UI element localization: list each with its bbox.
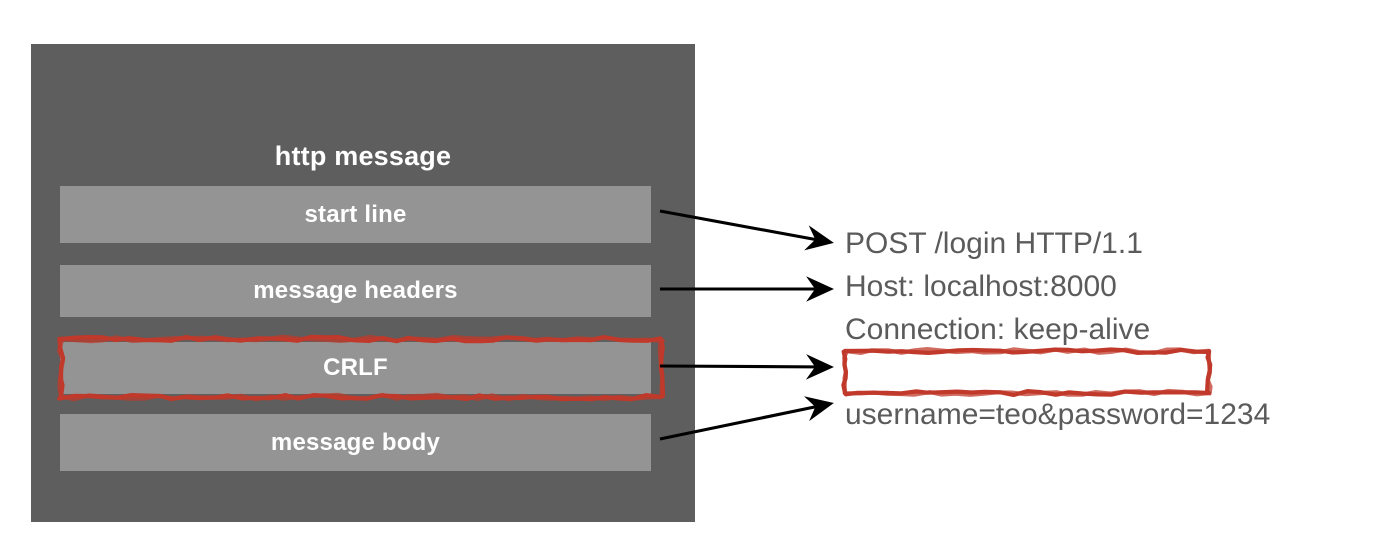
http-message-panel: http message start line message headers … <box>31 44 695 522</box>
panel-title: http message <box>274 141 452 171</box>
raw-header-host: Host: localhost:8000 <box>845 270 1117 303</box>
raw-start-line: POST /login HTTP/1.1 <box>845 227 1143 260</box>
block-crlf: CRLF <box>60 342 651 394</box>
block-start-line: start line <box>60 186 651 243</box>
block-message-headers: message headers <box>60 265 651 317</box>
block-message-body: message body <box>60 414 651 471</box>
block-start-line-label: start line <box>304 200 407 228</box>
block-message-headers-label: message headers <box>253 277 458 304</box>
raw-header-connection: Connection: keep-alive <box>845 313 1151 346</box>
block-crlf-label: CRLF <box>323 354 388 381</box>
block-message-body-label: message body <box>270 428 441 456</box>
blank-line-highlight-box <box>838 344 1216 400</box>
raw-message-body: username=teo&password=1234 <box>845 398 1271 431</box>
